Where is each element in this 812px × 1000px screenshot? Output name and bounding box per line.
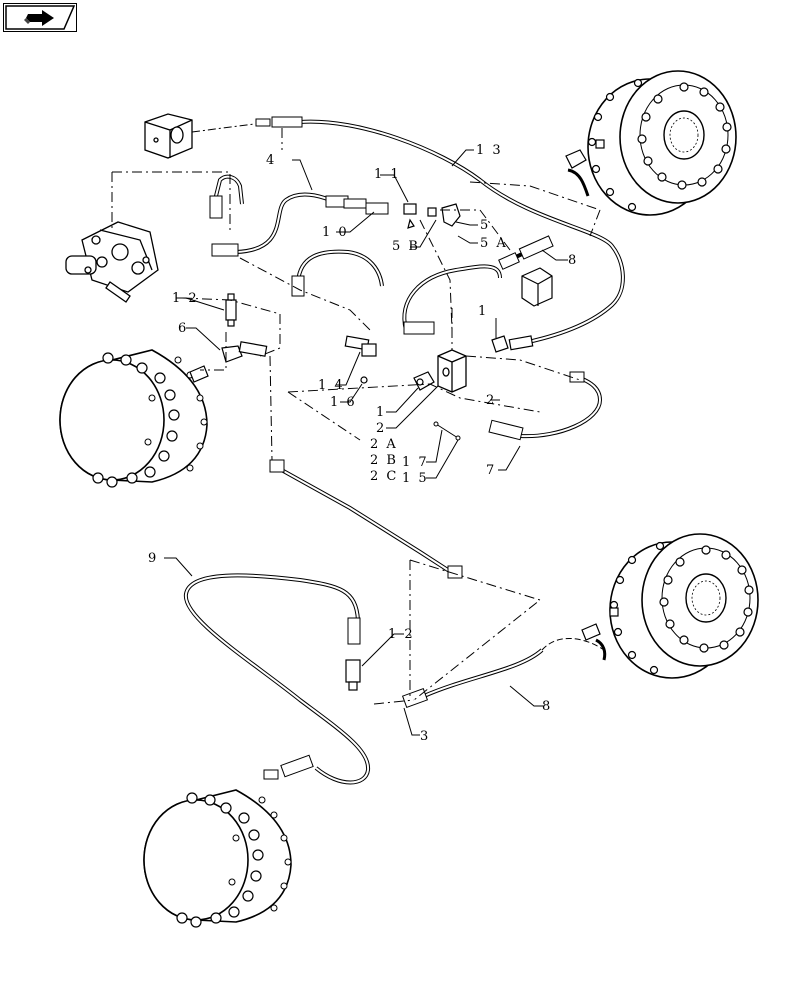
wheel-motor-front-left <box>59 349 208 488</box>
callout-14: 1 4 <box>318 378 345 393</box>
callout-5b: 5 B <box>392 239 420 254</box>
callout-7: 7 <box>486 463 496 478</box>
callout-2a: 2 A <box>370 437 398 452</box>
callout-6: 6 <box>178 321 188 336</box>
callout-5: 5 <box>480 218 490 233</box>
valve-block-2 <box>437 349 467 393</box>
wheel-motor-rear-right <box>609 533 759 679</box>
callout-3: 3 <box>420 729 430 744</box>
callout-16: 1 6 <box>330 395 357 410</box>
callout-2-right: 2 <box>486 393 496 408</box>
callout-9: 9 <box>148 551 158 566</box>
hose-9 <box>183 573 371 785</box>
callout-2b: 2 B <box>370 453 398 468</box>
callout-2-left: 2 <box>376 421 386 436</box>
callout-11: 1 1 <box>374 167 401 182</box>
callout-4: 4 <box>266 153 276 168</box>
callout-13: 1 3 <box>476 143 503 158</box>
callout-8-lower: 8 <box>542 699 552 714</box>
hose-7 <box>519 376 603 439</box>
callout-15: 1 5 <box>402 471 429 486</box>
callout-10: 1 0 <box>322 225 349 240</box>
fitting-1 <box>413 371 435 391</box>
next-page-button[interactable] <box>3 3 77 32</box>
callout-17: 1 7 <box>402 455 429 470</box>
next-page-arrow-icon <box>5 5 76 30</box>
brake-pump-assembly <box>65 221 159 303</box>
wheel-motor-rear-left <box>143 789 292 928</box>
callout-12-lower: 1 2 <box>388 627 415 642</box>
callout-12-upper: 1 2 <box>172 291 199 306</box>
callout-2c: 2 C <box>370 469 398 484</box>
valve-block-top <box>144 113 193 159</box>
callout-1-upper: 1 <box>478 304 488 319</box>
callout-1-lower: 1 <box>376 405 386 420</box>
check-valve <box>521 267 553 307</box>
callout-8-upper: 8 <box>568 253 578 268</box>
wheel-motor-front-right <box>587 70 737 216</box>
callout-5a: 5 A <box>480 236 508 251</box>
